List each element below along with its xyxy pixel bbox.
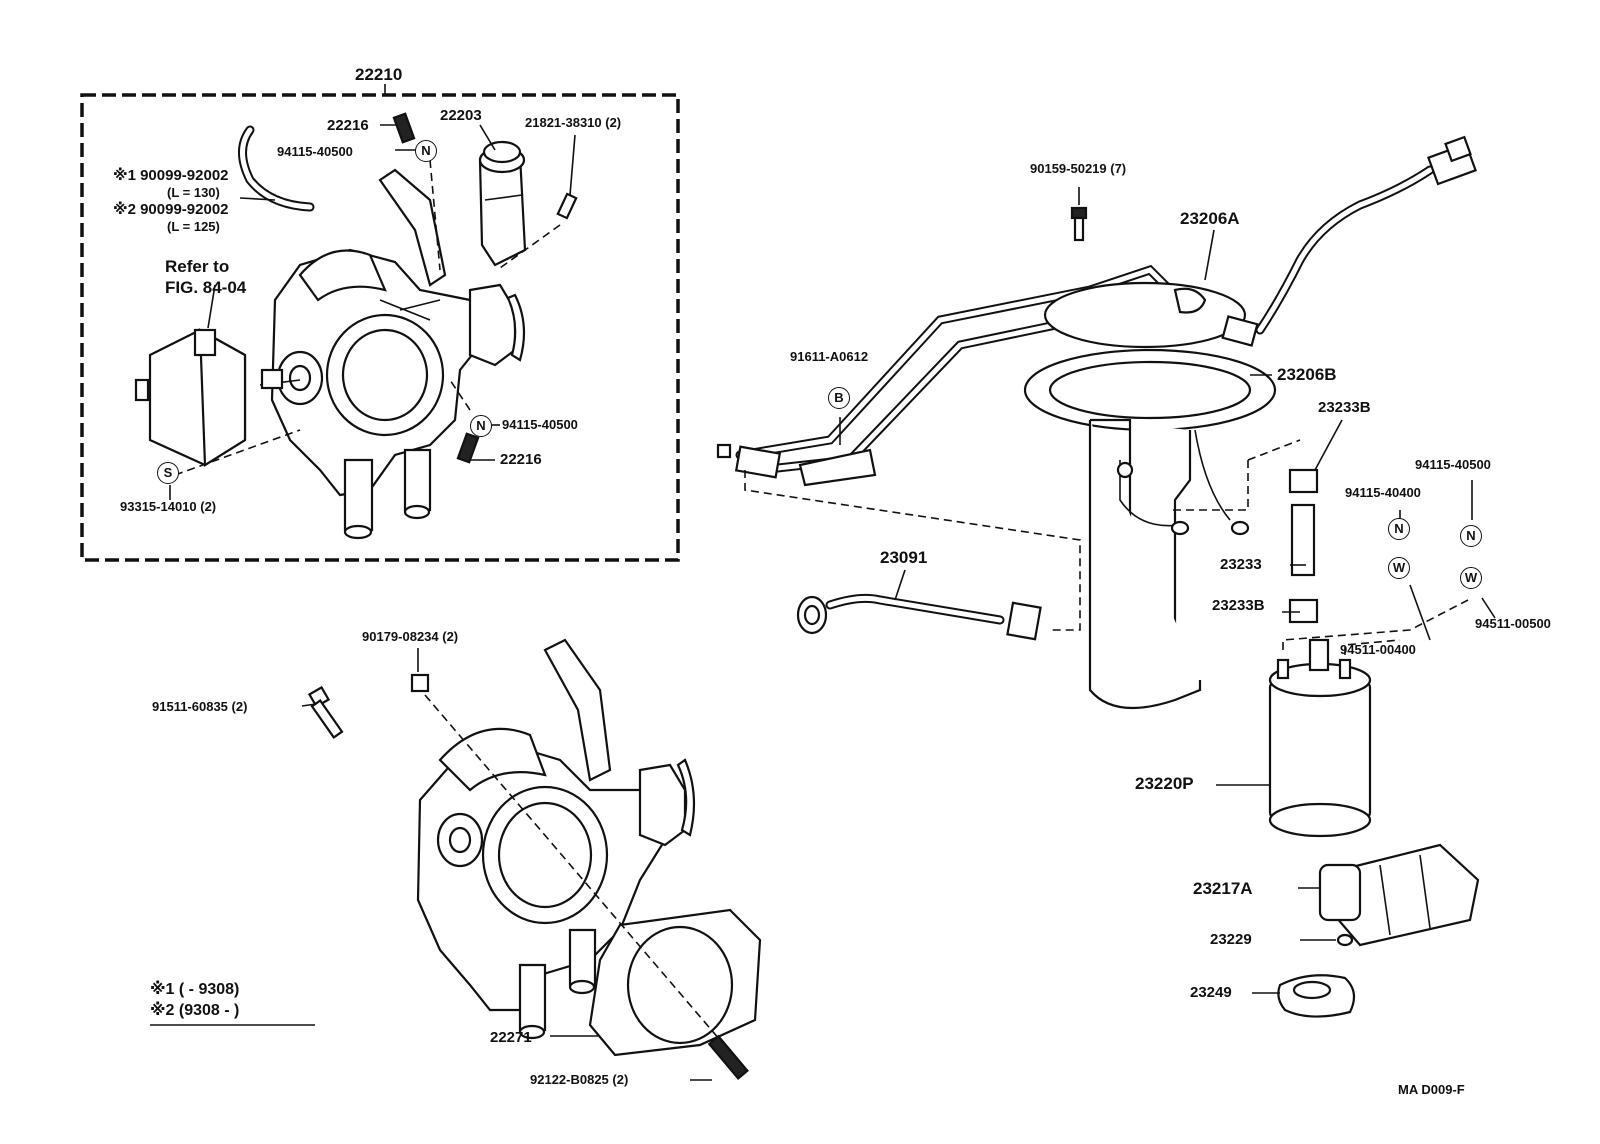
symbol-n-mid: N: [470, 415, 492, 437]
label-23220P: 23220P: [1135, 774, 1194, 793]
part-22203-drawing: [478, 140, 527, 267]
label-90159: 90159-50219 (7): [1030, 161, 1127, 176]
label-23206A: 23206A: [1180, 209, 1240, 228]
lower-throttle-body-drawing: [416, 638, 696, 1040]
assembly-22210-box: [80, 84, 680, 562]
label-23233B-bottom: 23233B: [1212, 597, 1265, 614]
part-23091-pipe: [744, 470, 1081, 641]
legend-line-2: ※2 (9308 - ): [150, 1002, 240, 1019]
label-23233: 23233: [1220, 556, 1262, 573]
upper-throttle-body-drawing: [259, 168, 526, 540]
label-94511-00500: 94511-00500: [1475, 616, 1551, 631]
label-23217A: 23217A: [1193, 879, 1253, 898]
symbol-n-top: N: [415, 140, 437, 162]
label-94511-00400: 94511-00400: [1340, 642, 1416, 657]
label-94115-40400: 94115-40400: [1345, 485, 1421, 500]
label-94115-mid: 94115-40500: [502, 417, 578, 432]
gasket-22271: [588, 908, 762, 1057]
label-93315: 93315-14010 (2): [120, 499, 217, 514]
symbol-b: B: [828, 387, 850, 409]
label-hose-1: ※1 90099-92002: [113, 167, 229, 184]
part-23229-clip: [1300, 933, 1354, 947]
label-22271: 22271: [490, 1029, 532, 1046]
upper-leader-lines: [169, 124, 576, 500]
label-22216-mid: 22216: [500, 451, 542, 468]
label-22203: 22203: [440, 107, 482, 124]
figure-code: MA D009-F: [1398, 1082, 1465, 1097]
label-23249: 23249: [1190, 984, 1232, 1001]
part-23249-cushion: [1252, 974, 1356, 1018]
label-91611: 91611-A0612: [790, 349, 869, 364]
fuel-leader-lines: [839, 229, 1300, 613]
label-22210: 22210: [355, 65, 403, 84]
label-refer-to: Refer to: [165, 257, 230, 276]
label-90179: 90179-08234 (2): [362, 629, 459, 644]
symbol-w-pump-left: W: [1388, 557, 1410, 579]
part-22216-springs: [392, 112, 480, 464]
label-23091: 23091: [880, 548, 928, 567]
legend-line-1: ※1 ( - 9308): [150, 981, 240, 998]
label-91511: 91511-60835 (2): [152, 699, 248, 714]
label-hose-1-length: (L = 130): [167, 185, 220, 200]
label-92122: 92122-B0825 (2): [530, 1072, 629, 1087]
lower-bolts: [307, 673, 749, 1081]
label-hose-2: ※2 90099-92002: [113, 201, 229, 218]
vacuum-hose: [238, 125, 315, 212]
label-23229: 23229: [1210, 931, 1252, 948]
label-23233B-top: 23233B: [1318, 399, 1371, 416]
label-hose-2-length: (L = 125): [167, 219, 220, 234]
lower-leader-lines: [301, 648, 721, 1081]
part-23220P-pump: [1216, 599, 1469, 838]
label-refer-fig: FIG. 84-04: [165, 278, 247, 297]
fuel-pump-bracket-drawing: [716, 135, 1477, 710]
symbol-s: S: [157, 462, 179, 484]
symbol-n-pump-left: N: [1388, 518, 1410, 540]
part-23217A-filter: [1298, 843, 1480, 947]
symbol-n-pump-right: N: [1460, 525, 1482, 547]
label-94115-top: 94115-40500: [277, 144, 353, 159]
label-23206B: 23206B: [1277, 365, 1337, 384]
throttle-sensor-module: [134, 328, 247, 467]
part-23233-hose: [1170, 419, 1343, 624]
label-22216-top: 22216: [327, 117, 369, 134]
label-94115-40500: 94115-40500: [1415, 457, 1491, 472]
part-90159-bolt: [1070, 187, 1088, 242]
symbol-w-pump-right: W: [1460, 567, 1482, 589]
label-21821: 21821-38310 (2): [525, 115, 622, 130]
part-21821-screw: [499, 192, 578, 269]
